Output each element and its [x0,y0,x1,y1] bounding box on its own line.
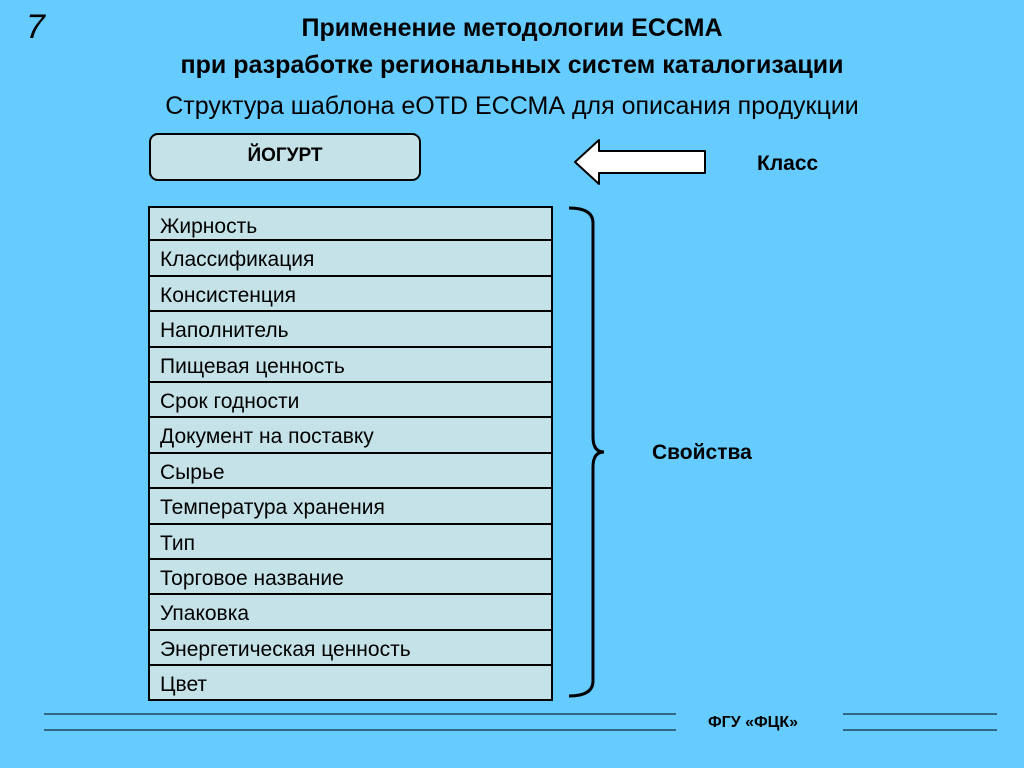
property-item: Наполнитель [148,310,553,348]
left-arrow-icon [574,139,706,185]
slide-number: 7 [26,8,45,46]
page-subtitle: Структура шаблона eOTD ЕССМА для описани… [165,92,859,120]
property-item: Температура хранения [148,487,553,525]
property-item: Пищевая ценность [148,345,553,383]
title-line-2: при разработке региональных систем катал… [180,51,844,79]
property-item: Упаковка [148,593,553,631]
property-item: Классификация [148,239,553,277]
property-item: Энергетическая ценность [148,628,553,667]
property-item: Тип [148,522,553,560]
title-line-1: Применение методологии ЕССМА [301,14,723,42]
property-item: Срок годности [148,380,553,419]
property-item: Цвет [148,664,553,702]
property-item: Документ на поставку [148,416,553,454]
footer-organization: ФГУ «ФЦК» [708,714,799,731]
property-item: Жирность [148,206,553,242]
footer-divider [44,713,997,731]
page-title: Применение методологии ЕССМА при разрабо… [0,10,1024,84]
property-item: Сырье [148,451,553,490]
class-box: ЙОГУРТ [149,133,421,181]
property-item: Торговое название [148,557,553,596]
class-label: Класс [757,152,819,175]
property-item: Консистенция [148,274,553,313]
properties-label: Свойства [652,441,752,464]
right-brace-icon [568,206,605,698]
